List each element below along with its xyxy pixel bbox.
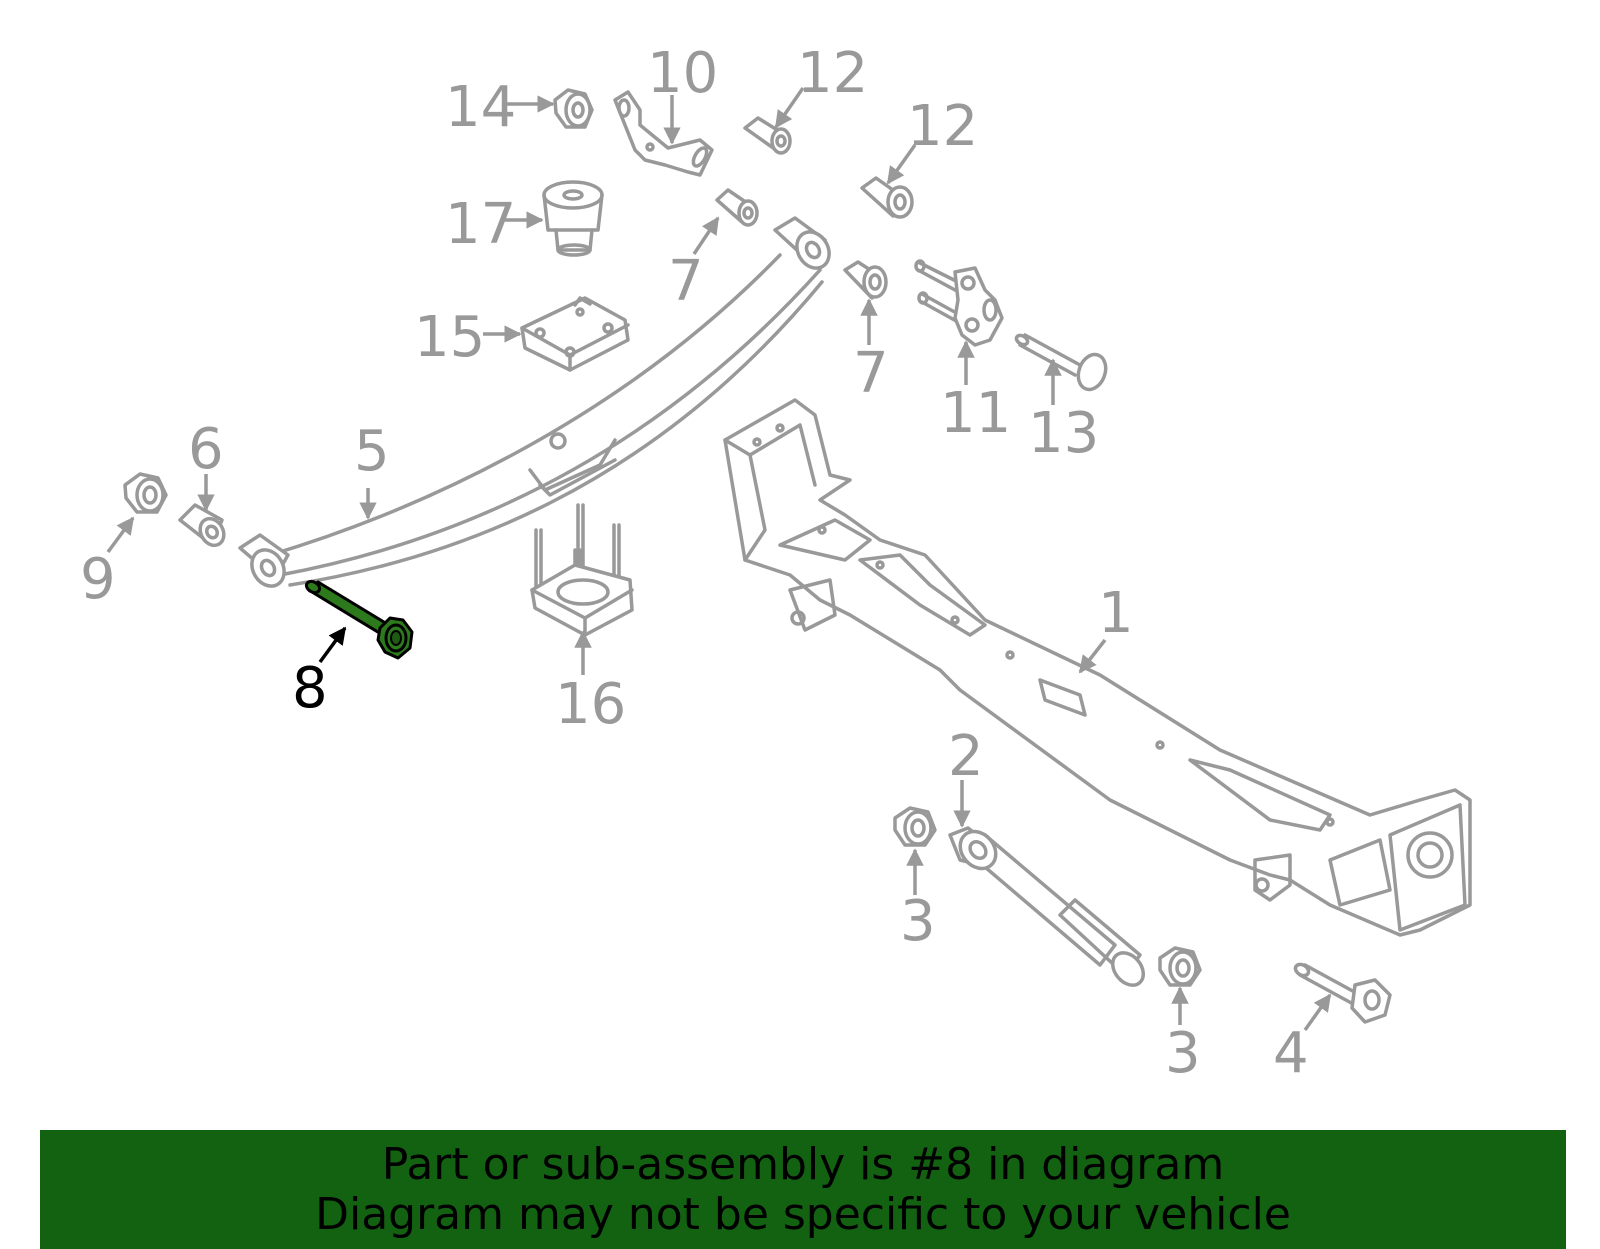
bracket-part-10 xyxy=(613,90,714,177)
callout-1: 1 xyxy=(1098,581,1134,646)
callout-13: 13 xyxy=(1028,401,1099,466)
callout-6: 6 xyxy=(188,417,224,482)
shackle-part-11 xyxy=(914,259,1004,347)
nut-part-9 xyxy=(123,472,168,514)
callout-8: 8 xyxy=(292,656,328,721)
callout-7b: 7 xyxy=(853,341,889,406)
callout-12b: 12 xyxy=(907,94,978,159)
bump-stop-part-17 xyxy=(542,180,604,257)
callout-2: 2 xyxy=(948,724,984,789)
callout-3b: 3 xyxy=(1165,1021,1201,1086)
parts-diagram: 1 2 3 3 4 5 6 7 7 8 9 10 11 12 12 13 14 … xyxy=(80,41,1472,1086)
shock-absorber-part-2 xyxy=(948,826,1146,987)
bushing-part-6 xyxy=(178,503,226,548)
bushing-part-12b xyxy=(860,176,914,219)
callout-15: 15 xyxy=(414,305,485,370)
callout-10: 10 xyxy=(647,41,718,106)
spring-seat-part-16 xyxy=(530,503,634,637)
bushing-part-7b xyxy=(843,260,888,300)
callout-11: 11 xyxy=(940,381,1011,446)
plate-part-15 xyxy=(520,296,630,372)
banner-line-disclaimer: Diagram may not be specific to your vehi… xyxy=(315,1188,1291,1240)
callout-12a: 12 xyxy=(797,41,868,106)
callout-17: 17 xyxy=(445,192,516,257)
bolt-part-8-highlighted xyxy=(304,579,414,660)
callout-labels: 1 2 3 3 4 5 6 7 7 8 9 10 11 12 12 13 14 … xyxy=(80,41,1309,1086)
bolt-part-4 xyxy=(1293,962,1392,1024)
bushing-part-12a xyxy=(743,116,792,155)
banner-line-part-number: Part or sub-assembly is #8 in diagram xyxy=(381,1138,1225,1190)
nut-part-3a xyxy=(893,806,937,847)
callout-4: 4 xyxy=(1273,1021,1309,1086)
callout-9: 9 xyxy=(80,547,116,612)
callout-7a: 7 xyxy=(668,249,704,314)
axle-beam-part-1 xyxy=(723,398,1472,937)
nut-part-14 xyxy=(553,88,594,129)
callout-16: 16 xyxy=(555,672,626,737)
leaf-spring-part-5 xyxy=(238,216,831,588)
callout-14: 14 xyxy=(445,75,516,140)
callout-3a: 3 xyxy=(900,889,936,954)
callout-5: 5 xyxy=(354,419,390,484)
leader-arrows xyxy=(106,87,1332,1032)
info-banner: Part or sub-assembly is #8 in diagram Di… xyxy=(40,1130,1566,1249)
nut-part-3b xyxy=(1158,946,1202,987)
bushing-part-7a xyxy=(715,188,759,227)
bolt-part-13 xyxy=(1014,333,1108,392)
